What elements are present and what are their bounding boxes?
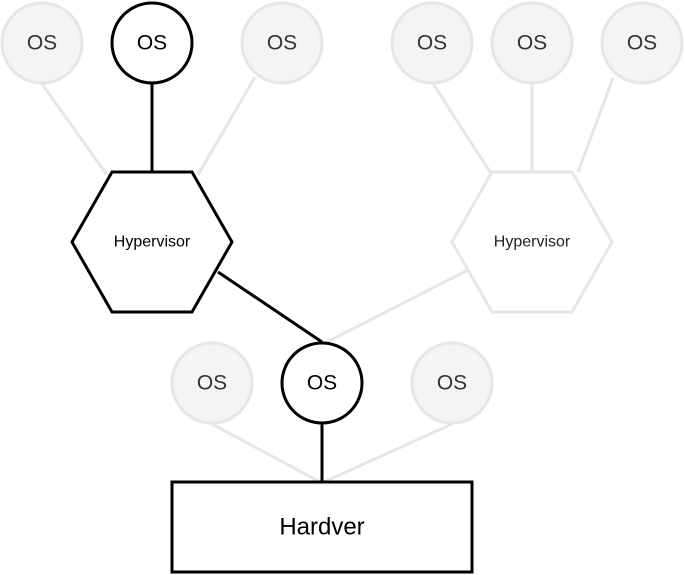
os-label: OS <box>417 32 447 55</box>
os-node-top-right-3: OS <box>600 1 684 85</box>
os-node-top-left-3: OS <box>240 1 324 85</box>
hypervisor-left-active: Hypervisor <box>70 170 234 314</box>
connector-os-right-hardware <box>323 422 453 484</box>
connector-left-os1 <box>40 83 109 176</box>
hypervisor-label: Hypervisor <box>494 234 571 251</box>
os-label: OS <box>267 32 297 55</box>
connector-os-left-hardware <box>211 422 321 484</box>
os-node-host-active: OS <box>280 341 364 425</box>
os-node-top-left-2-active: OS <box>110 1 194 85</box>
hardware-label: Hardver <box>279 514 364 541</box>
os-label: OS <box>137 32 167 55</box>
os-label: OS <box>307 372 337 395</box>
connector-right-os1 <box>430 81 492 173</box>
os-label: OS <box>627 32 657 55</box>
os-node-top-left-1: OS <box>0 1 84 85</box>
os-label: OS <box>197 372 227 395</box>
connector-right-hypervisor-host <box>324 268 469 345</box>
os-label: OS <box>437 372 467 395</box>
connector-left-os3 <box>196 76 257 176</box>
hypervisor-label: Hypervisor <box>114 234 191 251</box>
hypervisor-right: Hypervisor <box>450 170 614 314</box>
os-label: OS <box>517 32 547 55</box>
os-node-top-right-1: OS <box>390 1 474 85</box>
os-node-middle-left: OS <box>170 341 254 425</box>
connector-right-os3 <box>576 77 615 173</box>
os-node-middle-right: OS <box>410 341 494 425</box>
connector-left-hypervisor-host <box>217 270 323 344</box>
connectors <box>40 76 615 484</box>
os-node-top-right-2: OS <box>490 1 574 85</box>
os-label: OS <box>27 32 57 55</box>
hardware-box: Hardver <box>170 480 474 574</box>
